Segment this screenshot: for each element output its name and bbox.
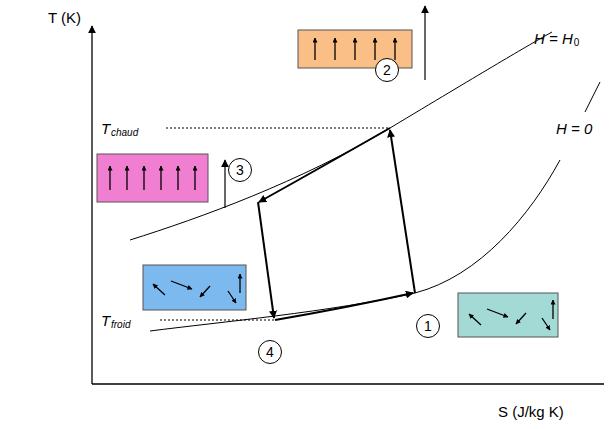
callout-number: 4: [266, 345, 274, 359]
subscript: froid: [111, 320, 130, 330]
temperature-axis: [91, 26, 92, 384]
callout-number: 2: [383, 63, 391, 77]
cold-guide: [160, 320, 275, 321]
cycle: [258, 128, 415, 320]
field-arrow: [424, 6, 425, 80]
callout-number: 3: [236, 163, 244, 177]
random-spins: [143, 265, 246, 310]
axis-tick-label: T: [101, 121, 110, 136]
aligned-spins: [97, 154, 208, 202]
axis-title: T (K): [48, 10, 81, 25]
callout-circle: 4: [258, 340, 282, 364]
axis-tick-label: T: [101, 313, 110, 328]
axis-title: S (J/kg K): [498, 404, 564, 419]
callout-circle: 2: [375, 58, 399, 82]
curve-label: H = H: [534, 31, 573, 46]
subscript: chaud: [111, 128, 138, 138]
subscript: 0: [574, 38, 580, 48]
field-arrow: [224, 160, 225, 208]
curve-label: H = 0: [556, 121, 592, 136]
callout-circle: 1: [416, 314, 440, 338]
zero-field-curve: [585, 82, 600, 112]
callout-number: 1: [424, 319, 432, 333]
hot-guide: [166, 128, 390, 129]
callout-circle: 3: [228, 158, 252, 182]
entropy-axis: [92, 383, 604, 384]
random-spins: [458, 293, 558, 337]
